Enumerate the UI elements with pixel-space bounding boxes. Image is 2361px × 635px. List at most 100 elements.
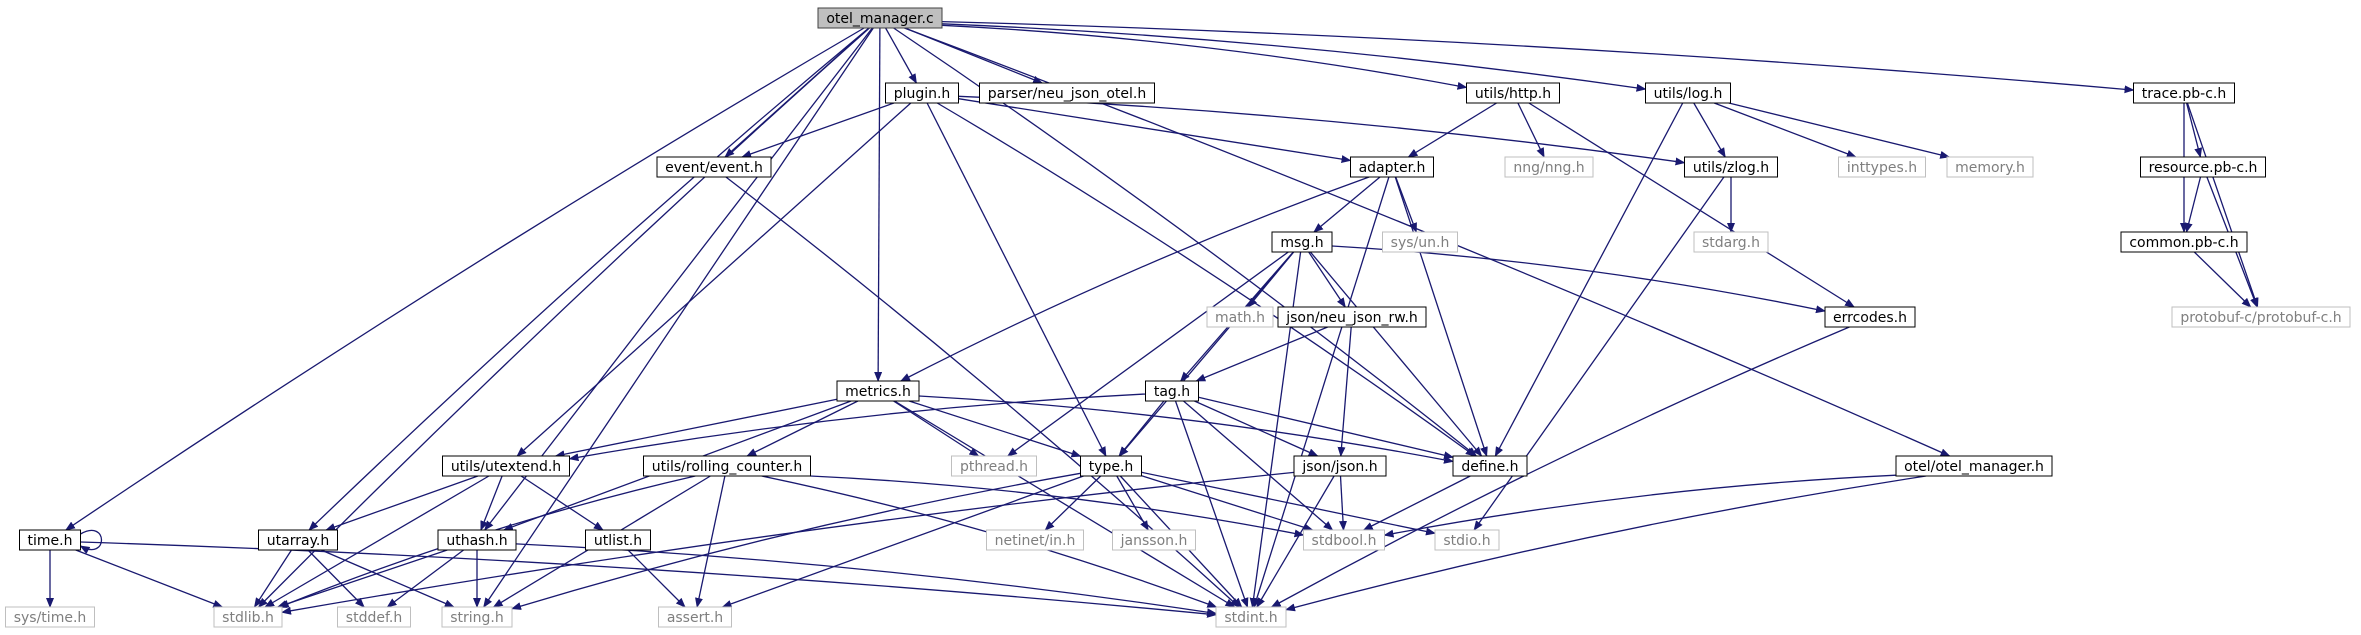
edge-json_json_h-to-stdbool_h xyxy=(1339,475,1347,531)
edge-utils_http_h-to-adapter_h xyxy=(1407,102,1497,158)
node-box xyxy=(1277,306,1427,328)
node-label: event/event.h xyxy=(665,160,763,176)
node-metrics-h[interactable]: metrics.h xyxy=(836,380,920,402)
node-box xyxy=(658,606,732,628)
node-label: errcodes.h xyxy=(1833,310,1907,326)
node-jansson-h: jansson.h xyxy=(1112,529,1196,551)
edge-otel_manager_c-to-plugin_h xyxy=(885,27,917,84)
node-label: define.h xyxy=(1461,459,1518,475)
node-utils-log-h[interactable]: utils/log.h xyxy=(1645,82,1731,104)
node-tag-h[interactable]: tag.h xyxy=(1145,380,1199,402)
node-uthash-h[interactable]: uthash.h xyxy=(437,529,517,551)
node-json-json-h[interactable]: json/json.h xyxy=(1293,455,1387,477)
edge-plugin_h-to-define_h xyxy=(936,102,1476,457)
edge-tag_h-to-define_h xyxy=(1198,396,1454,460)
node-adapter-h[interactable]: adapter.h xyxy=(1350,156,1434,178)
node-define-h[interactable]: define.h xyxy=(1452,455,1528,477)
edge-otel_manager_h-to-stdbool_h xyxy=(1383,474,1897,538)
edge-utils_zlog_h-to-stdio_h xyxy=(1473,176,1725,531)
node-stdbool-h: stdbool.h xyxy=(1303,529,1385,551)
node-msg-h[interactable]: msg.h xyxy=(1271,231,1333,253)
node-common-pbc-h[interactable]: common.pb-c.h xyxy=(2120,231,2248,253)
node-resource-pbc-h[interactable]: resource.pb-c.h xyxy=(2140,156,2266,178)
edge-utarray_h-to-stddef_h xyxy=(307,549,365,608)
node-rolling-h[interactable]: utils/rolling_counter.h xyxy=(643,455,811,477)
node-utils-zlog-h[interactable]: utils/zlog.h xyxy=(1684,156,1778,178)
node-box xyxy=(1382,231,1458,253)
node-label: plugin.h xyxy=(894,86,951,102)
edge-common_pbc_h-to-protobuf_h xyxy=(2193,251,2252,308)
node-box xyxy=(441,606,513,628)
edge-utils_log_h-to-memory_h xyxy=(1728,102,1951,159)
node-box xyxy=(258,529,338,551)
edge-utils_log_h-to-define_h xyxy=(1494,102,1684,457)
edge-utextend_h-to-utarray_h xyxy=(325,475,479,531)
edge-type_h-to-jansson_h xyxy=(1116,475,1149,531)
node-utextend-h[interactable]: utils/utextend.h xyxy=(442,455,570,477)
node-otel-manager-c[interactable]: otel_manager.c xyxy=(817,7,943,29)
node-box xyxy=(1206,306,1274,328)
node-box xyxy=(1504,156,1594,178)
edge-msg_h-to-stdint_h xyxy=(1249,251,1302,608)
node-label: stdio.h xyxy=(1443,533,1490,549)
node-box xyxy=(213,606,283,628)
node-json-rw-h[interactable]: json/neu_json_rw.h xyxy=(1277,306,1427,328)
edge-otel_manager_c-to-event_h xyxy=(724,27,870,158)
edge-otel_manager_c-to-time_h xyxy=(65,27,865,531)
edge-msg_h-to-json_rw_h xyxy=(1308,251,1346,308)
node-label: memory.h xyxy=(1955,160,2025,176)
node-label: time.h xyxy=(28,533,73,549)
node-label: math.h xyxy=(1215,310,1265,326)
edge-tag_h-to-stdint_h xyxy=(1174,400,1249,608)
node-box xyxy=(1693,231,1769,253)
edge-msg_h-to-errcodes_h xyxy=(1331,245,1826,314)
edge-plugin_h-to-adapter_h xyxy=(958,98,1352,164)
node-box xyxy=(1271,231,1333,253)
edge-tag_h-to-json_json_h xyxy=(1194,400,1319,457)
node-utarray-h[interactable]: utarray.h xyxy=(258,529,338,551)
node-plugin-h[interactable]: plugin.h xyxy=(885,82,959,104)
node-label: stdbool.h xyxy=(1312,533,1377,549)
edge-errcodes_h-to-stdint_h xyxy=(1270,326,1850,608)
node-sys-time-h: sys/time.h xyxy=(5,606,95,628)
node-box xyxy=(337,606,411,628)
node-label: adapter.h xyxy=(1359,160,1426,176)
edge-metrics_h-to-stdint_h xyxy=(894,400,1236,608)
edge-resource_pbc_h-to-common_pbc_h xyxy=(2184,176,2202,233)
edge-rolling_h-to-stdbool_h xyxy=(810,475,1305,538)
node-protobuf-h: protobuf-c/protobuf-c.h xyxy=(2171,306,2351,328)
edge-rolling_h-to-assert_h xyxy=(695,475,726,608)
node-stdarg-h: stdarg.h xyxy=(1693,231,1769,253)
node-box xyxy=(2133,82,2235,104)
node-label: assert.h xyxy=(667,610,723,626)
edge-time_h-to-time_h xyxy=(79,529,102,554)
edge-metrics_h-to-type_h xyxy=(908,400,1082,458)
node-label: otel_manager.c xyxy=(826,11,933,27)
node-box xyxy=(1350,156,1434,178)
node-time-h[interactable]: time.h xyxy=(19,529,81,551)
node-label: netinet/in.h xyxy=(995,533,1076,549)
node-errcodes-h[interactable]: errcodes.h xyxy=(1824,306,1916,328)
node-math-h: math.h xyxy=(1206,306,1274,328)
node-label: json/neu_json_rw.h xyxy=(1285,310,1418,326)
node-utils-http-h[interactable]: utils/http.h xyxy=(1466,82,1560,104)
edge-json_rw_h-to-json_json_h xyxy=(1337,326,1352,457)
node-box xyxy=(1824,306,1916,328)
edge-utils_log_h-to-utils_zlog_h xyxy=(1693,102,1726,158)
edge-adapter_h-to-define_h xyxy=(1394,176,1488,457)
edge-metrics_h-to-pthread_h xyxy=(893,400,980,457)
node-box xyxy=(5,606,95,628)
node-box xyxy=(951,455,1037,477)
node-label: tag.h xyxy=(1154,384,1190,400)
node-box xyxy=(1145,380,1199,402)
node-trace-pbc-h[interactable]: trace.pb-c.h xyxy=(2133,82,2235,104)
node-utlist-h[interactable]: utlist.h xyxy=(585,529,651,551)
node-stddef-h: stddef.h xyxy=(337,606,411,628)
node-type-h[interactable]: type.h xyxy=(1080,455,1142,477)
node-label: inttypes.h xyxy=(1847,160,1917,176)
node-label: utils/zlog.h xyxy=(1693,160,1769,176)
node-parser-h[interactable]: parser/neu_json_otel.h xyxy=(979,82,1155,104)
node-box xyxy=(1434,529,1500,551)
node-event-h[interactable]: event/event.h xyxy=(656,156,772,178)
node-otel-manager-h[interactable]: otel/otel_manager.h xyxy=(1895,455,2053,477)
